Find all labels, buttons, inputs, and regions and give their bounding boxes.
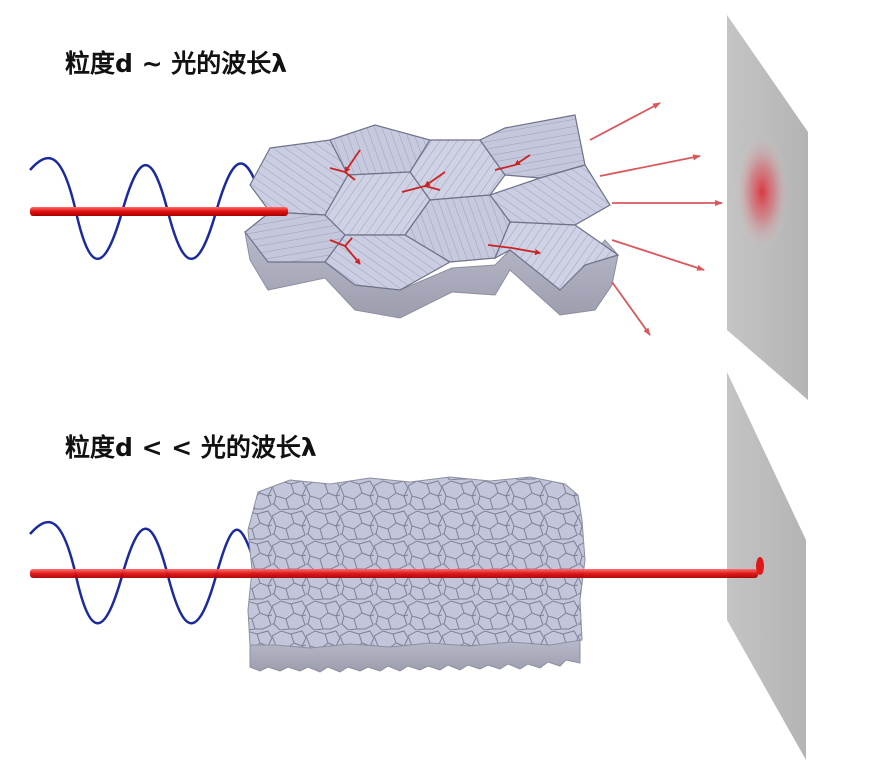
scattered-light-arrows: [589, 102, 723, 336]
caption-bottom: 粒度d < < 光的波长λ: [65, 433, 317, 462]
fine-grain-slab-top: [247, 476, 586, 649]
fine-grain-slab: [247, 476, 586, 673]
laser-beam-bottom: [30, 569, 758, 578]
light-wave-top: [29, 156, 264, 261]
top-panel: [29, 15, 808, 400]
caption-top: 粒度d ~ 光的波长λ: [65, 49, 288, 78]
projection-screen-bottom: [727, 372, 806, 760]
fine-grain-slab-side: [249, 639, 581, 673]
grain: [493, 221, 620, 291]
scatter-glow: [734, 132, 790, 252]
focused-spot: [756, 557, 764, 575]
grain: [324, 234, 452, 291]
coarse-grains: [244, 114, 620, 291]
bottom-panel: [29, 372, 806, 760]
internal-scatter-arrows: [329, 149, 541, 265]
laser-beam-top: [30, 207, 288, 216]
